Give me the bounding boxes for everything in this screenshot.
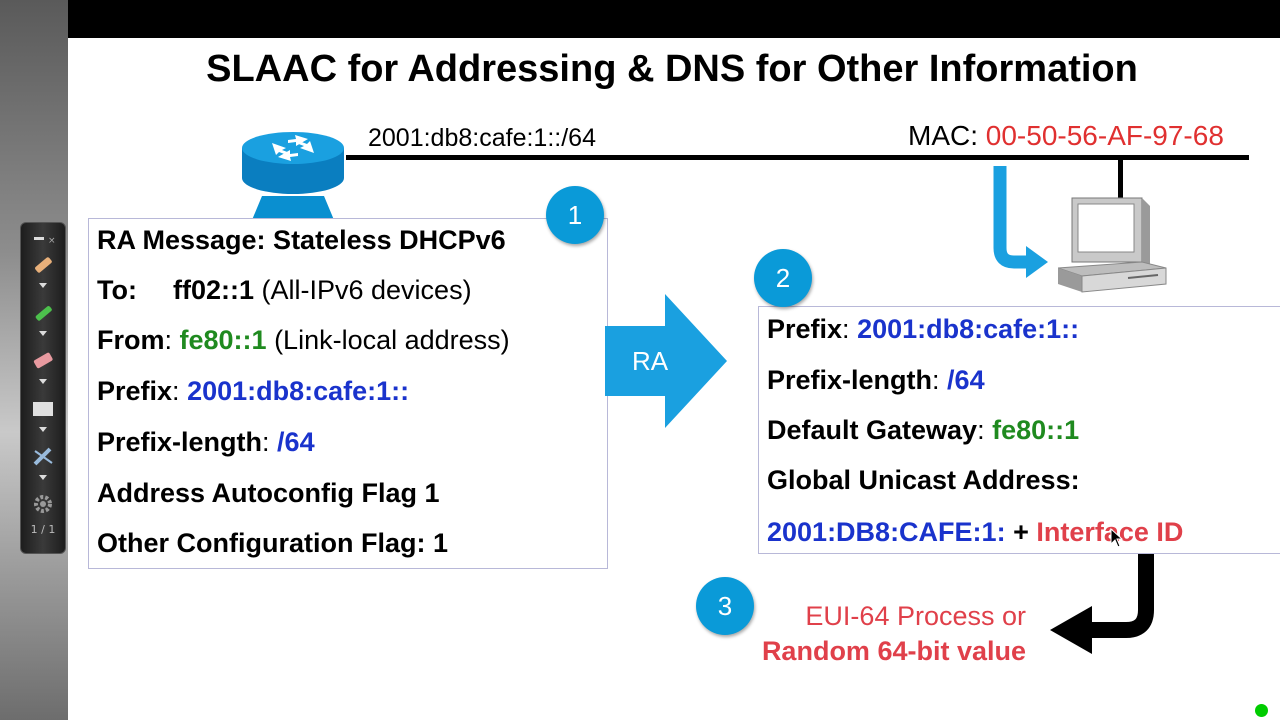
other-config-flag: Other Configuration Flag: 1 bbox=[97, 528, 448, 558]
minimize-icon[interactable]: × bbox=[30, 233, 56, 259]
status-indicator bbox=[1255, 704, 1268, 717]
ra-heading: RA Message: Stateless DHCPv6 bbox=[97, 225, 506, 255]
network-prefix-label: 2001:db8:cafe:1::/64 bbox=[368, 124, 596, 152]
chevron-down-icon[interactable] bbox=[39, 475, 47, 480]
chevron-down-icon[interactable] bbox=[39, 427, 47, 432]
host-drop-line bbox=[1118, 160, 1123, 200]
chevron-down-icon[interactable] bbox=[39, 283, 47, 288]
highlighter-icon[interactable] bbox=[30, 253, 56, 279]
host-prefix-value: 2001:db8:cafe:1:: bbox=[857, 314, 1080, 344]
from-value: fe80::1 bbox=[179, 325, 267, 355]
prefix-value: 2001:db8:cafe:1:: bbox=[187, 376, 410, 406]
host-config-box: Prefix: 2001:db8:cafe:1:: Prefix-length:… bbox=[758, 306, 1280, 554]
slide: SLAAC for Addressing & DNS for Other Inf… bbox=[68, 38, 1280, 720]
mac-label-text: MAC: bbox=[908, 120, 986, 151]
prefix-length-value: /64 bbox=[277, 427, 315, 457]
eui-note-line1: EUI-64 Process or bbox=[805, 601, 1026, 631]
to-value: ff02::1 bbox=[172, 275, 254, 305]
gateway-value: fe80::1 bbox=[992, 415, 1080, 445]
gua-label: Global Unicast Address: bbox=[767, 465, 1080, 495]
return-arrow-icon bbox=[1048, 554, 1158, 669]
from-note: (Link-local address) bbox=[266, 325, 510, 355]
ra-prefix-length-row: Prefix-length: /64 bbox=[97, 427, 315, 457]
shape-icon[interactable] bbox=[30, 395, 56, 421]
host-prefix-length-label: Prefix-length bbox=[767, 365, 933, 395]
host-prefix-label: Prefix bbox=[767, 314, 843, 344]
mouse-cursor-icon bbox=[1110, 527, 1124, 553]
chevron-down-icon[interactable] bbox=[39, 379, 47, 384]
ra-arrow-icon bbox=[605, 294, 729, 433]
ra-to-row: To: ff02::1 (All-IPv6 devices) bbox=[97, 275, 472, 306]
to-label: To: bbox=[97, 275, 137, 305]
gua-row: 2001:DB8:CAFE:1: + Interface ID bbox=[767, 517, 1183, 548]
prefix-label: Prefix bbox=[97, 376, 173, 406]
page-indicator: 1 / 1 bbox=[30, 523, 56, 536]
ra-message-box: RA Message: Stateless DHCPv6 To: ff02::1 … bbox=[88, 218, 608, 569]
host-gateway-row: Default Gateway: fe80::1 bbox=[767, 415, 1080, 445]
eui-note-line2: Random 64-bit value bbox=[761, 636, 1026, 666]
ra-prefix-row: Prefix: 2001:db8:cafe:1:: bbox=[97, 376, 410, 406]
svg-text:×: × bbox=[48, 236, 56, 246]
router-icon bbox=[238, 128, 348, 225]
prefix-length-label: Prefix-length bbox=[97, 427, 263, 457]
eraser-icon[interactable] bbox=[30, 347, 56, 373]
chevron-down-icon[interactable] bbox=[39, 331, 47, 336]
slide-title: SLAAC for Addressing & DNS for Other Inf… bbox=[206, 48, 1138, 90]
gateway-label: Default Gateway bbox=[767, 415, 978, 445]
from-label: From bbox=[97, 325, 165, 355]
gua-plus: + bbox=[1005, 517, 1037, 547]
network-link bbox=[346, 155, 1249, 160]
ra-arrow-label: RA bbox=[631, 346, 669, 376]
to-note: (All-IPv6 devices) bbox=[254, 275, 472, 305]
pointer-tool-icon[interactable] bbox=[30, 443, 56, 469]
gua-interface-id: Interface ID bbox=[1036, 517, 1184, 547]
ra-from-row: From: fe80::1 (Link-local address) bbox=[97, 325, 510, 355]
host-prefix-length-row: Prefix-length: /64 bbox=[767, 365, 985, 395]
pen-icon[interactable] bbox=[30, 301, 56, 327]
autoconfig-flag: Address Autoconfig Flag 1 bbox=[97, 478, 440, 508]
host-prefix-length-value: /64 bbox=[947, 365, 985, 395]
step-badge-2: 2 bbox=[754, 249, 812, 307]
mac-address-label: MAC: 00-50-56-AF-97-68 bbox=[908, 120, 1224, 152]
mac-address-value: 00-50-56-AF-97-68 bbox=[985, 120, 1224, 151]
step-badge-1: 1 bbox=[546, 186, 604, 244]
step-badge-3: 3 bbox=[696, 577, 754, 635]
gua-prefix: 2001:DB8:CAFE:1: bbox=[767, 517, 1006, 547]
annotation-toolbar: × 1 / 1 bbox=[20, 222, 66, 554]
host-prefix-row: Prefix: 2001:db8:cafe:1:: bbox=[767, 314, 1080, 344]
bent-arrow-icon bbox=[988, 166, 1058, 291]
top-bar bbox=[68, 0, 1280, 38]
computer-icon bbox=[1057, 196, 1168, 301]
gear-icon[interactable] bbox=[30, 491, 56, 517]
